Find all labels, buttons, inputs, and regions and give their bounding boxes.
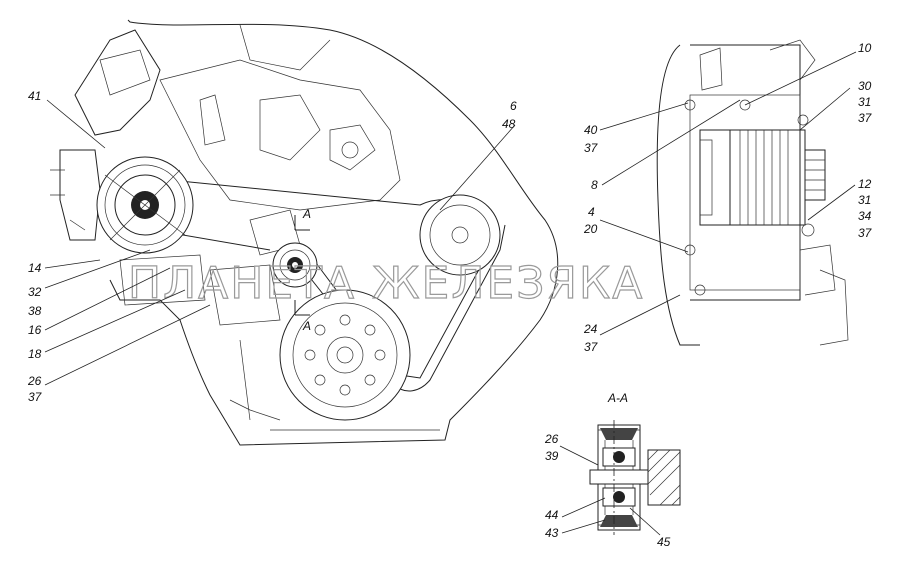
- section-a-a-view: A-A: [589, 391, 681, 535]
- callout-31: 31: [858, 95, 871, 109]
- alternator-pulley-left: [96, 156, 194, 254]
- leader-lines: [44, 51, 857, 536]
- callout-45: 45: [657, 535, 671, 549]
- alternator-body: [729, 114, 826, 237]
- callout-6: 6: [510, 99, 517, 113]
- callout-38: 38: [28, 304, 42, 318]
- callout-43: 43: [545, 526, 559, 540]
- idler-pulley: [419, 194, 501, 276]
- callout-34: 34: [858, 209, 872, 223]
- callout-8: 8: [591, 178, 598, 192]
- callout-32: 32: [28, 285, 42, 299]
- engine-front-view: A A: [50, 19, 559, 446]
- callout-30: 30: [858, 79, 872, 93]
- crankshaft-damper: [279, 289, 411, 421]
- callout-12: 12: [858, 177, 872, 191]
- callout-4: 4: [588, 205, 595, 219]
- alternator-side-view: [656, 39, 849, 346]
- callout-48: 48: [502, 117, 516, 131]
- callout-31: 31: [858, 193, 871, 207]
- callout-16: 16: [28, 323, 42, 337]
- callout-26: 26: [27, 374, 42, 388]
- callout-37: 37: [584, 340, 599, 354]
- watermark-text: ПЛАНЕТА ЖЕЛЕЗЯКА: [128, 258, 644, 309]
- section-title: A-A: [607, 391, 628, 405]
- callout-37: 37: [858, 111, 873, 125]
- callout-18: 18: [28, 347, 42, 361]
- section-cut-markers: A A: [294, 207, 311, 333]
- callout-37: 37: [858, 226, 873, 240]
- callout-26: 26: [544, 432, 559, 446]
- callout-37: 37: [28, 390, 43, 404]
- callout-44: 44: [545, 508, 559, 522]
- callout-24: 24: [583, 322, 598, 336]
- callout-41: 41: [28, 89, 41, 103]
- callout-20: 20: [583, 222, 598, 236]
- tensioner-roller: [272, 242, 318, 288]
- section-marker-top: A: [302, 207, 311, 221]
- section-marker-bottom: A: [302, 319, 311, 333]
- callout-40: 40: [584, 123, 598, 137]
- callout-10: 10: [858, 41, 872, 55]
- callout-39: 39: [545, 449, 559, 463]
- callout-labels: 41 6 48 14 32 38 16 18 26 37 10 30 31 37…: [27, 41, 873, 549]
- callout-14: 14: [28, 261, 42, 275]
- callout-37: 37: [584, 141, 599, 155]
